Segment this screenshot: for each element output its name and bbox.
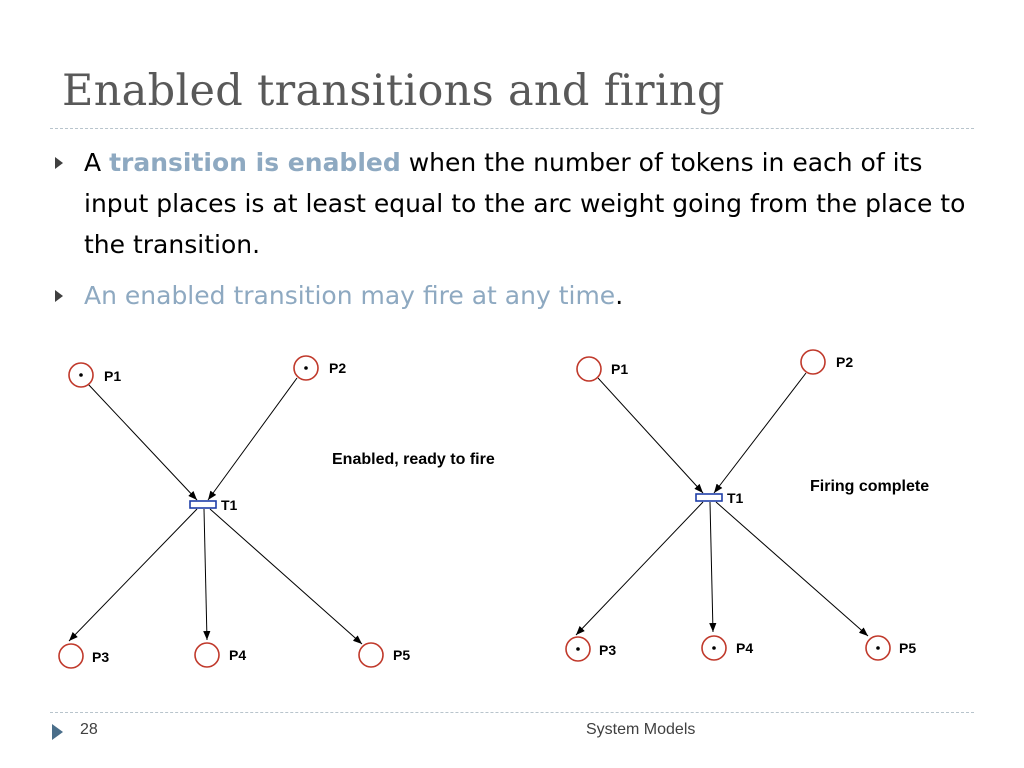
bullet-list: A transition is enabled when the number …	[50, 142, 970, 316]
label-p2: P2	[836, 354, 853, 370]
place-p3	[58, 643, 84, 669]
bullet-2-text: .	[615, 281, 624, 310]
footer-arrow-icon	[52, 724, 63, 740]
footer-divider	[50, 712, 974, 713]
token-p5	[876, 646, 880, 650]
arc-t1-p4	[709, 501, 717, 633]
petri-net-fired: P1 P2 T1 P3 P4 P5 Firing complete	[565, 349, 929, 662]
bullet-1-text: when the number of tokens in each of its…	[84, 148, 966, 259]
label-p4: P4	[736, 640, 753, 656]
title-divider	[50, 128, 974, 129]
transition-t1	[189, 500, 217, 509]
arc-t1-p3	[575, 501, 704, 636]
bullet-1-highlight: transition is enabled	[109, 148, 401, 177]
label-p2: P2	[329, 360, 346, 376]
bullet-1-prefix: A	[84, 148, 110, 177]
bullet-item-2: An enabled transition may fire at any ti…	[50, 275, 970, 316]
footer-title: System Models	[586, 721, 696, 738]
arc-p2-t1	[207, 377, 298, 501]
arc-t1-p4	[203, 508, 211, 641]
label-p5: P5	[899, 640, 916, 656]
arc-p2-t1	[713, 372, 807, 494]
label-p3: P3	[599, 642, 616, 658]
token-p4	[712, 646, 716, 650]
place-p4	[194, 642, 220, 668]
label-p5: P5	[393, 647, 410, 663]
place-p1	[576, 356, 602, 382]
bullet-arrow-icon	[55, 157, 63, 169]
label-p1: P1	[611, 361, 628, 377]
petri-net-enabled: P1 P2 T1 P3 P4 P5 Enabled, ready to fire	[58, 355, 495, 669]
token-p1	[79, 373, 83, 377]
arc-t1-p5	[209, 508, 363, 645]
arc-p1-t1	[87, 383, 198, 501]
label-t1: T1	[727, 490, 744, 506]
token-p2	[304, 366, 308, 370]
bullet-2-highlight: An enabled transition may fire at any ti…	[84, 281, 616, 310]
place-p5	[358, 642, 384, 668]
caption-enabled: Enabled, ready to fire	[332, 451, 495, 468]
caption-firing-complete: Firing complete	[810, 478, 929, 495]
arc-p1-t1	[597, 377, 704, 494]
token-p3	[576, 647, 580, 651]
arc-t1-p5	[715, 501, 869, 637]
label-p1: P1	[104, 368, 121, 384]
bullet-item-1: A transition is enabled when the number …	[50, 142, 970, 265]
arc-t1-p3	[68, 508, 198, 642]
slide-title: Enabled transitions and firing	[62, 66, 725, 116]
transition-t1	[695, 493, 723, 502]
bullet-arrow-icon	[55, 290, 63, 302]
page-number: 28	[80, 721, 98, 738]
place-p2	[800, 349, 826, 375]
label-p3: P3	[92, 649, 109, 665]
label-p4: P4	[229, 647, 246, 663]
label-t1: T1	[221, 497, 238, 513]
